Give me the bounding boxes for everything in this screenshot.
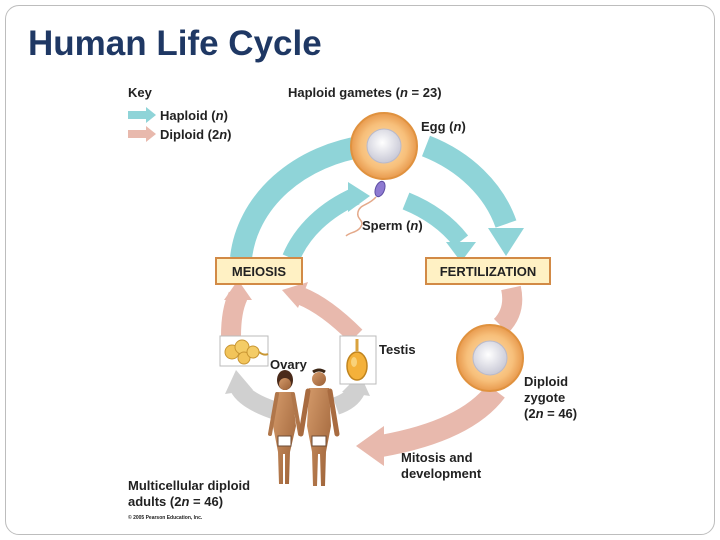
life-cycle-diagram: Key Haploid (n) Diploid (2n) <box>128 85 577 521</box>
zygote-label: Diploid zygote (2n = 46) <box>524 374 577 421</box>
ovary-icon <box>219 335 269 367</box>
mitosis-label: Mitosis and development <box>401 450 482 481</box>
testis-label: Testis <box>379 342 416 357</box>
egg-label: Egg (n) <box>421 119 466 134</box>
adults-label: Multicellular diploid adults (2n = 46) <box>128 478 254 509</box>
key-diploid-label: Diploid (2n) <box>160 127 232 142</box>
sperm-icon <box>345 180 386 237</box>
key: Key Haploid (n) Diploid (2n) <box>128 85 232 142</box>
zygote-cell-icon <box>456 324 524 392</box>
key-haploid-label: Haploid (n) <box>160 108 228 123</box>
key-haploid-arrow-icon <box>128 107 156 123</box>
testis-icon <box>339 335 377 385</box>
sperm-label: Sperm (n) <box>362 218 423 233</box>
haploid-inner-arc <box>282 182 476 262</box>
human-figures-icon <box>268 368 340 486</box>
egg-cell-icon <box>350 112 418 180</box>
slide-title: Human Life Cycle <box>28 24 322 63</box>
key-diploid-arrow-icon <box>128 126 156 142</box>
key-title: Key <box>128 85 153 100</box>
meiosis-label: MEIOSIS <box>232 264 287 279</box>
meiosis-box: MEIOSIS <box>215 257 303 285</box>
adult-arrows <box>225 370 370 420</box>
fertilization-box: FERTILIZATION <box>425 257 551 285</box>
gametes-label: Haploid gametes (n = 23) <box>288 85 442 100</box>
copyright-text: © 2005 Pearson Education, Inc. <box>128 514 203 521</box>
fertilization-label: FERTILIZATION <box>440 264 537 279</box>
diploid-arcs <box>221 280 523 466</box>
slide: Human Life Cycle Key Haplo <box>5 5 715 535</box>
ovary-label: Ovary <box>270 357 308 372</box>
